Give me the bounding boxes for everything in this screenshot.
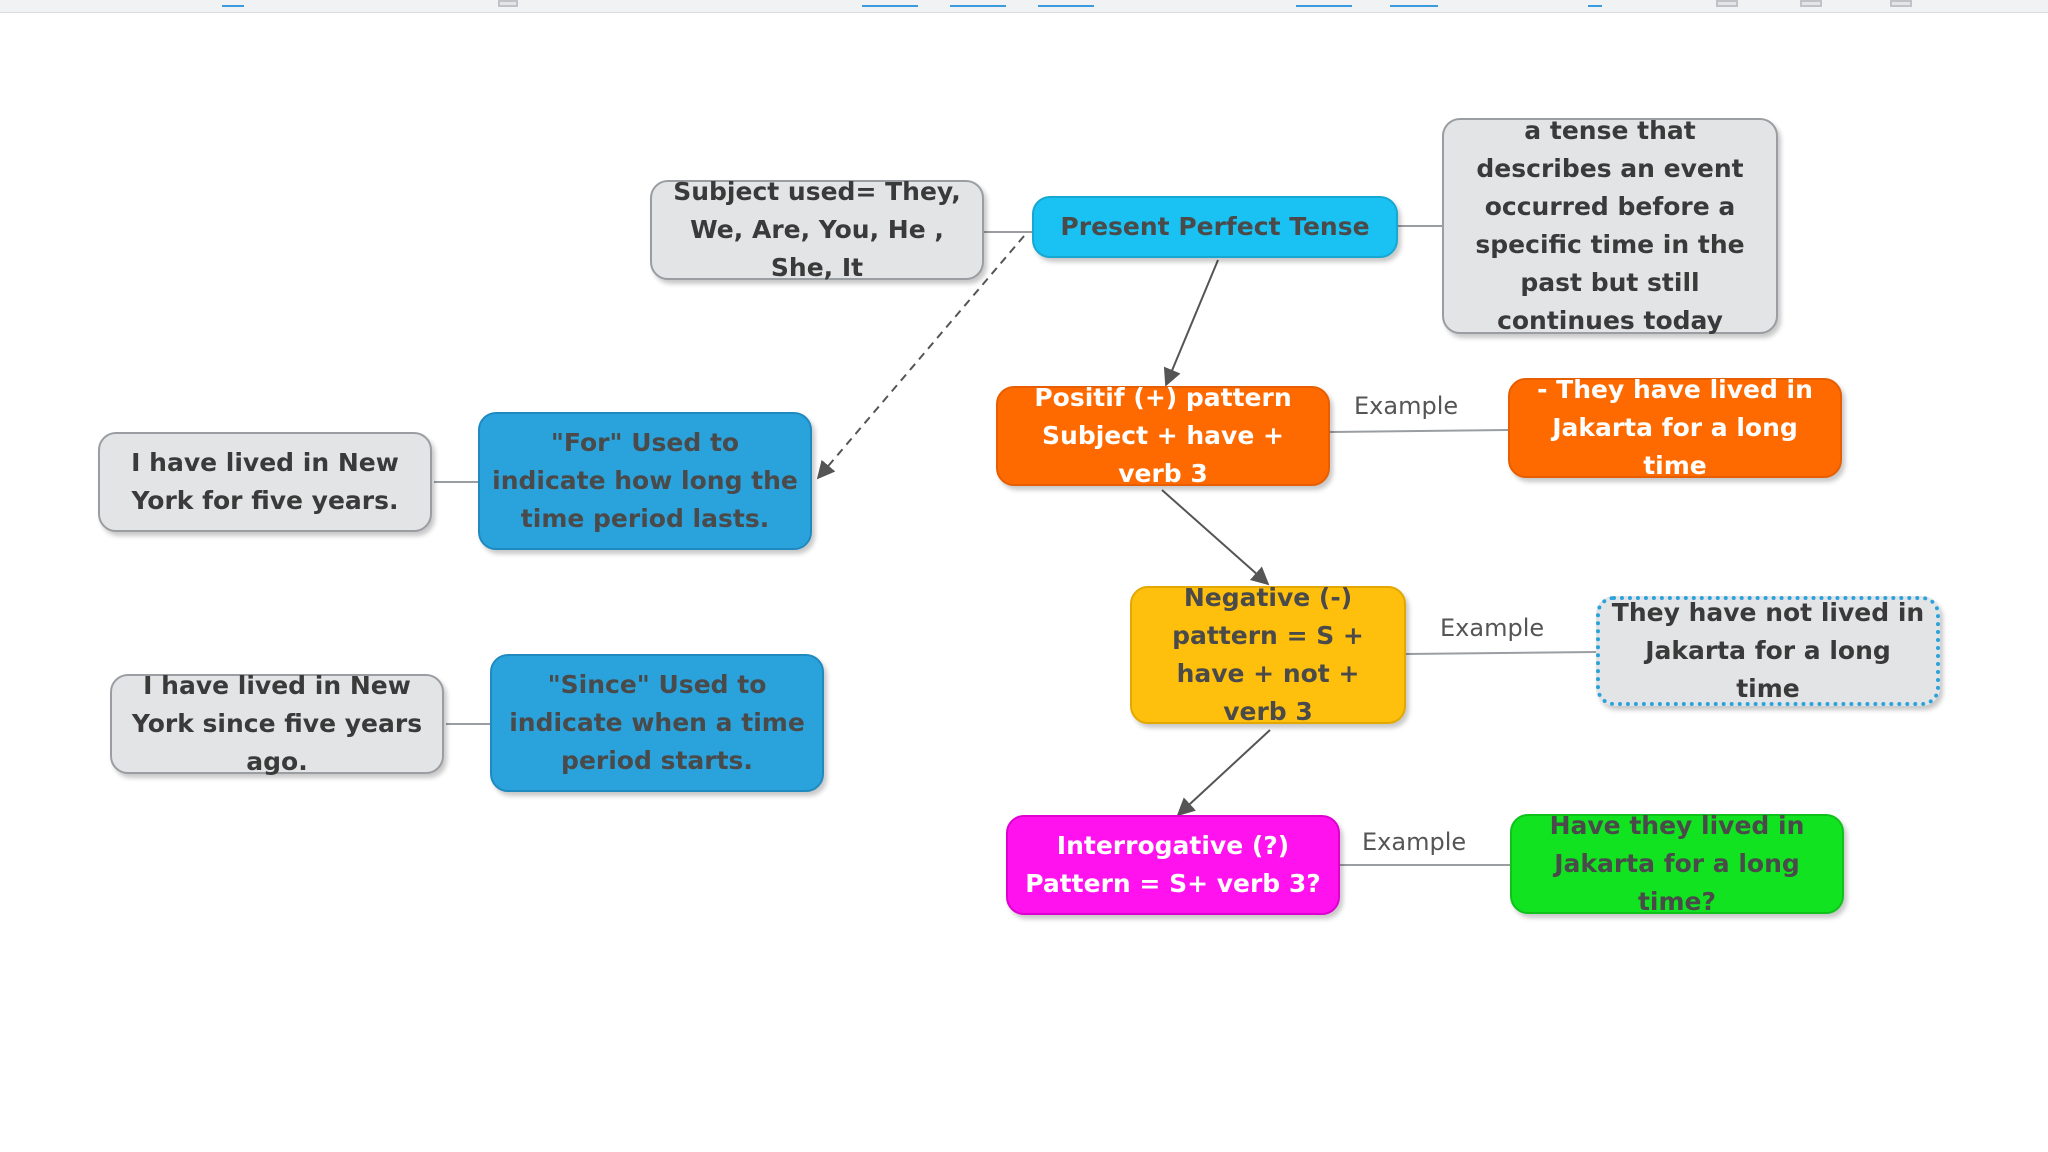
node-text: a tense that describes an event occurred… <box>1475 116 1745 335</box>
node-since-usage[interactable]: "Since" Used to indicate when a time per… <box>490 654 824 792</box>
node-definition[interactable]: a tense that describes an event occurred… <box>1442 116 1778 335</box>
toolbar-icon[interactable] <box>222 0 244 7</box>
toolbar-icon[interactable] <box>862 0 918 7</box>
connector-central-for <box>816 235 1025 480</box>
node-text: Subject used= They, We, Are, You, He , S… <box>673 177 961 282</box>
node-for-usage[interactable]: "For" Used to indicate how long the time… <box>478 412 812 550</box>
node-since-example[interactable]: I have lived in New York since five year… <box>110 671 444 776</box>
node-text: Interrogative (?) Pattern = S+ verb 3? <box>1025 831 1321 898</box>
node-positive-pattern[interactable]: Positif (+) pattern Subject + have + ver… <box>996 383 1330 488</box>
toolbar-icon[interactable] <box>950 0 1006 7</box>
node-for-example[interactable]: I have lived in New York for five years. <box>98 432 432 532</box>
connector-positive-example <box>1329 429 1509 433</box>
node-text: They have not lived in Jakarta for a lon… <box>1611 598 1925 703</box>
node-negative-example[interactable]: They have not lived in Jakarta for a lon… <box>1596 596 1940 706</box>
node-text: Have they lived in Jakarta for a long ti… <box>1549 811 1805 916</box>
connector-negative-example <box>1405 651 1597 655</box>
toolbar-icon[interactable] <box>1800 0 1822 7</box>
toolbar-icon[interactable] <box>1038 0 1094 7</box>
connector-central-positive <box>1163 259 1219 387</box>
connector-negative-interrogative <box>1176 729 1271 817</box>
node-text: - They have lived in Jakarta for a long … <box>1537 375 1813 480</box>
node-text: "Since" Used to indicate when a time per… <box>509 670 805 775</box>
node-text: Present Perfect Tense <box>1060 212 1370 241</box>
link-label-negative-example: Example <box>1440 614 1545 642</box>
link-label-interrogative-example: Example <box>1362 828 1467 856</box>
link-label-positive-example: Example <box>1354 392 1459 420</box>
node-text: I have lived in New York for five years. <box>131 448 399 515</box>
toolbar-strip <box>0 0 2048 13</box>
node-interrogative-example[interactable]: Have they lived in Jakarta for a long ti… <box>1510 811 1844 916</box>
node-subjects-used[interactable]: Subject used= They, We, Are, You, He , S… <box>650 177 984 282</box>
toolbar-icon[interactable] <box>1588 0 1602 7</box>
node-text: Positif (+) pattern Subject + have + ver… <box>1034 383 1292 488</box>
toolbar-icon[interactable] <box>1390 0 1438 7</box>
toolbar-icon[interactable] <box>1890 0 1912 7</box>
toolbar-icon[interactable] <box>498 0 518 7</box>
toolbar-icon[interactable] <box>1296 0 1352 7</box>
node-text: "For" Used to indicate how long the time… <box>492 428 798 533</box>
toolbar-icon[interactable] <box>1716 0 1738 7</box>
node-interrogative-pattern[interactable]: Interrogative (?) Pattern = S+ verb 3? <box>1006 815 1340 915</box>
node-positive-example[interactable]: - They have lived in Jakarta for a long … <box>1508 375 1842 480</box>
connector-positive-negative <box>1161 489 1270 586</box>
node-text: Negative (-) pattern = S + have + not + … <box>1172 583 1364 726</box>
node-present-perfect-tense[interactable]: Present Perfect Tense <box>1032 196 1398 258</box>
node-negative-pattern[interactable]: Negative (-) pattern = S + have + not + … <box>1130 583 1406 726</box>
node-text: I have lived in New York since five year… <box>131 671 423 776</box>
